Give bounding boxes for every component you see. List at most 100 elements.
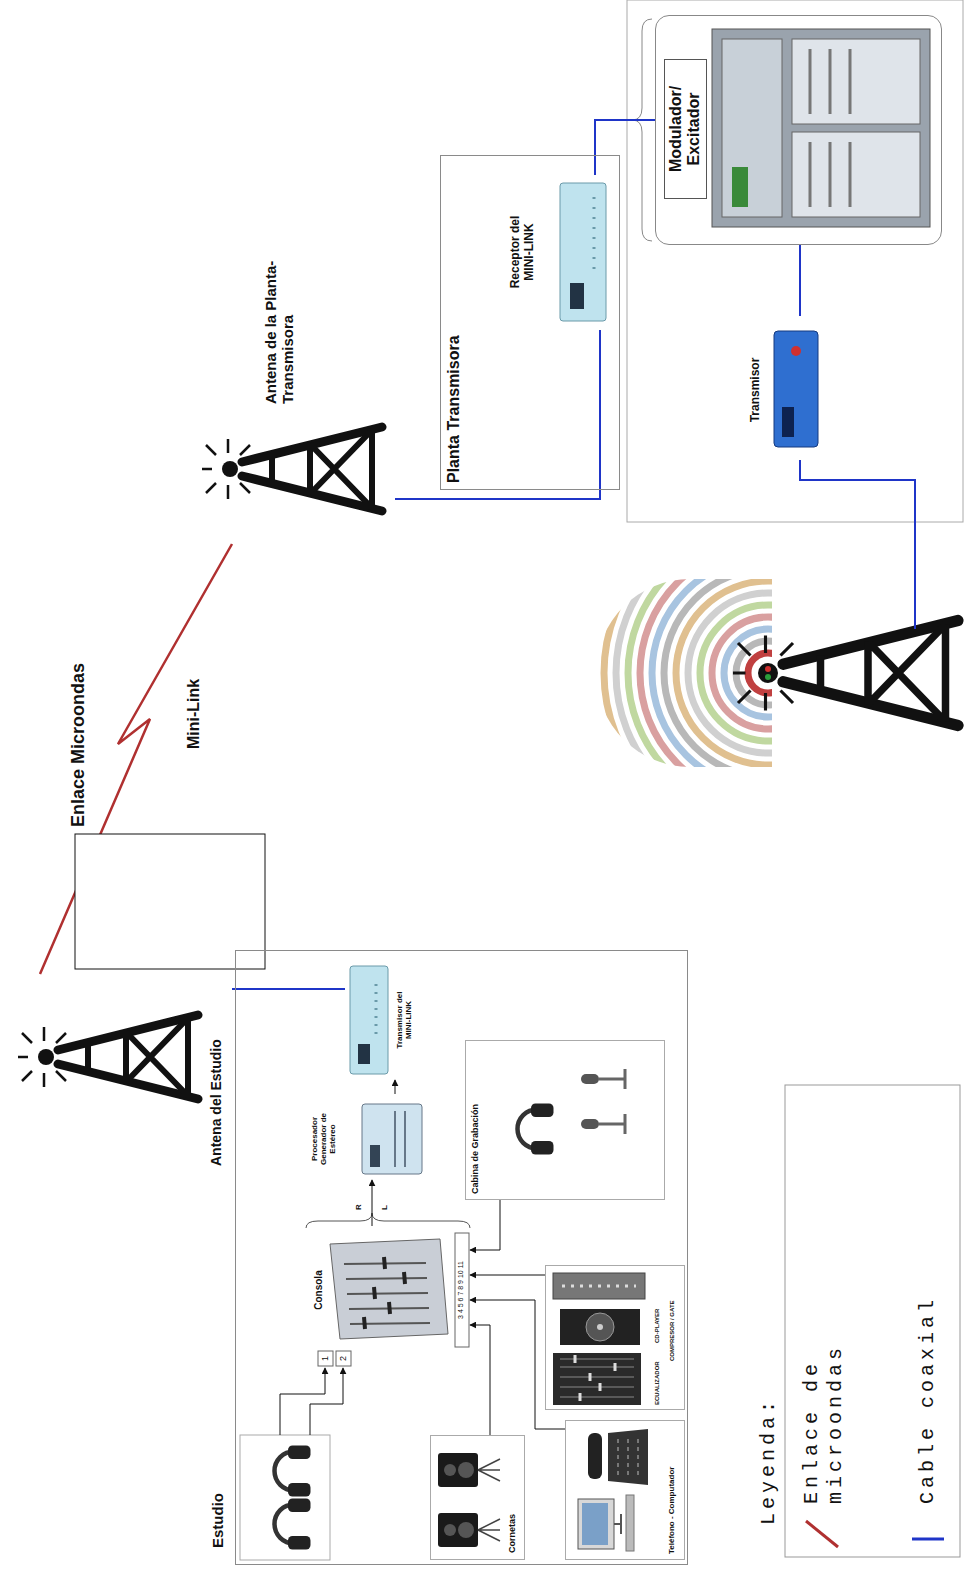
stereo-processor-unit-part [362,1104,422,1174]
audio-equipment-part [562,1285,636,1288]
phone-computer-part [588,1433,602,1479]
legend-entry: Cable coaxial [916,1296,940,1504]
minilink-transmitter-unit-part [358,1044,370,1064]
console-brace [306,1213,470,1228]
broadcast-antenna-tower [733,621,958,726]
legend-frame [785,1085,960,1557]
modulator-rack-part [732,167,748,207]
studio-panel: EstudioConsolaCornetasTeléfono - Computa… [235,950,688,1565]
node-text: CD-PLAYER [654,1309,661,1343]
recording-booth: Cabina de Grabación [465,1040,665,1200]
legend-frame-part [806,1521,838,1547]
audio-equipment [553,1273,645,1405]
phone-computer [578,1429,648,1551]
console-inputs-part [318,1351,333,1366]
recording-booth-equipment-part-part [599,1069,625,1089]
signal-arrow [470,1275,545,1276]
speakers [438,1453,500,1547]
speakers-part [444,1464,456,1476]
minilink-receiver-unit-part [593,194,596,269]
audio-equipment-part [597,1324,603,1330]
channel-label: R [354,1204,363,1210]
speakers-part [444,1524,456,1536]
minilink-transmitter: Transmisor del MINI-LINK [345,960,422,1080]
mixing-console-part [344,1263,430,1324]
node-text: Antena del Estudio [208,1039,224,1166]
broadcast-antenna-tower-part [765,666,771,672]
audio-equipment-part [553,1273,645,1299]
recording-booth-equipment-part-part [581,1119,599,1129]
transmitter-plant-frame-part [627,0,963,522]
headphones-box-part [275,1499,311,1550]
recording-booth-equipment-part [581,1114,625,1134]
modulator-exciter: Modulador/ Excitador [655,15,942,245]
modulator-rack-part [810,49,850,207]
blank-box [75,834,265,969]
phone-computer-part [608,1429,648,1485]
minilink-receiver-unit-part [560,183,606,321]
channel-label: L [380,1205,389,1210]
phone-computer-box: Teléfono - Computador [565,1420,685,1560]
modulator-rack [712,29,930,227]
audio-equipment-part [560,1359,634,1397]
input-number: 2 [338,1351,348,1366]
plant-antenna: Antena de la Planta- Transmisora [180,194,395,544]
transmitter-unit [774,331,818,447]
speakers-part [458,1522,474,1538]
mixing-console-part [330,1239,448,1339]
node-text: Teléfono - Computador [667,1467,676,1554]
minilink-transmitter-unit-part [350,966,388,1074]
phone-computer-part [626,1495,634,1551]
headphones-box [240,1435,330,1560]
broadcast-antenna-tower-part [733,621,958,726]
signal-arrow [372,1180,373,1226]
speakers-part [438,1453,478,1487]
recording-booth-equipment [518,1069,626,1155]
recording-booth-equipment-part-part [581,1074,599,1084]
speakers-part [458,1462,474,1478]
signal-arrow [470,1325,490,1435]
plant-antenna-tower-part [202,427,382,511]
coax-cable [799,245,801,316]
headphone-wires-part [280,1368,325,1435]
audio-equipment-part [575,1355,615,1401]
plant-antenna-tower [202,427,382,511]
console-inputs-part [455,1233,469,1347]
coax-cable [595,120,655,175]
console-node: Consola [310,1226,470,1350]
legend-title: Leyenda: [757,1397,781,1525]
transmitter-plant-frame-part [632,19,652,241]
modulator-rack-part [722,39,782,217]
transmitter: Transmisor [745,316,825,460]
coax-cable [395,330,600,499]
headphones-box-part [240,1435,330,1560]
node-text: Modulador/ Excitador [664,59,707,199]
node-text: Cabina de Grabación [470,1104,480,1194]
node-text: ECUALIZADOR [654,1361,661,1405]
legend-entry: Enlace de microondas [800,1324,848,1504]
headphone-wires-part [310,1368,343,1435]
mixing-console [330,1239,448,1339]
node-text: Transmisor [749,320,763,460]
phone-computer-part [578,1499,614,1549]
console-inputs [318,1233,469,1366]
studio-antenna-tower-part [18,1015,198,1099]
speakers-part [478,1459,500,1541]
transmitter-plant-panel: Planta TransmisoraReceptor del MINI-LINK [440,155,620,490]
node-text: Procesador Generador de Estéreo [310,1098,338,1180]
audio-equipment-box: ECUALIZADORCD-PLAYERCOMPRESOR / GATE [545,1265,685,1410]
node-text: Planta Transmisora [445,335,463,483]
input-strip: 3 4 5 6 7 8 9 10 11 [457,1233,465,1347]
minilink-transmitter-unit [350,966,388,1074]
transmitter-plant-frame [627,0,963,522]
studio-antenna-tower [18,1015,198,1099]
signal-arrow [395,1080,396,1094]
studio-antenna: Antena del Estudio [2,974,232,1174]
phone-computer-part [614,1514,621,1534]
transmitter-unit-part [791,346,801,356]
link-title: Enlace Microondas [68,663,89,827]
signal-arrow [470,1200,500,1250]
